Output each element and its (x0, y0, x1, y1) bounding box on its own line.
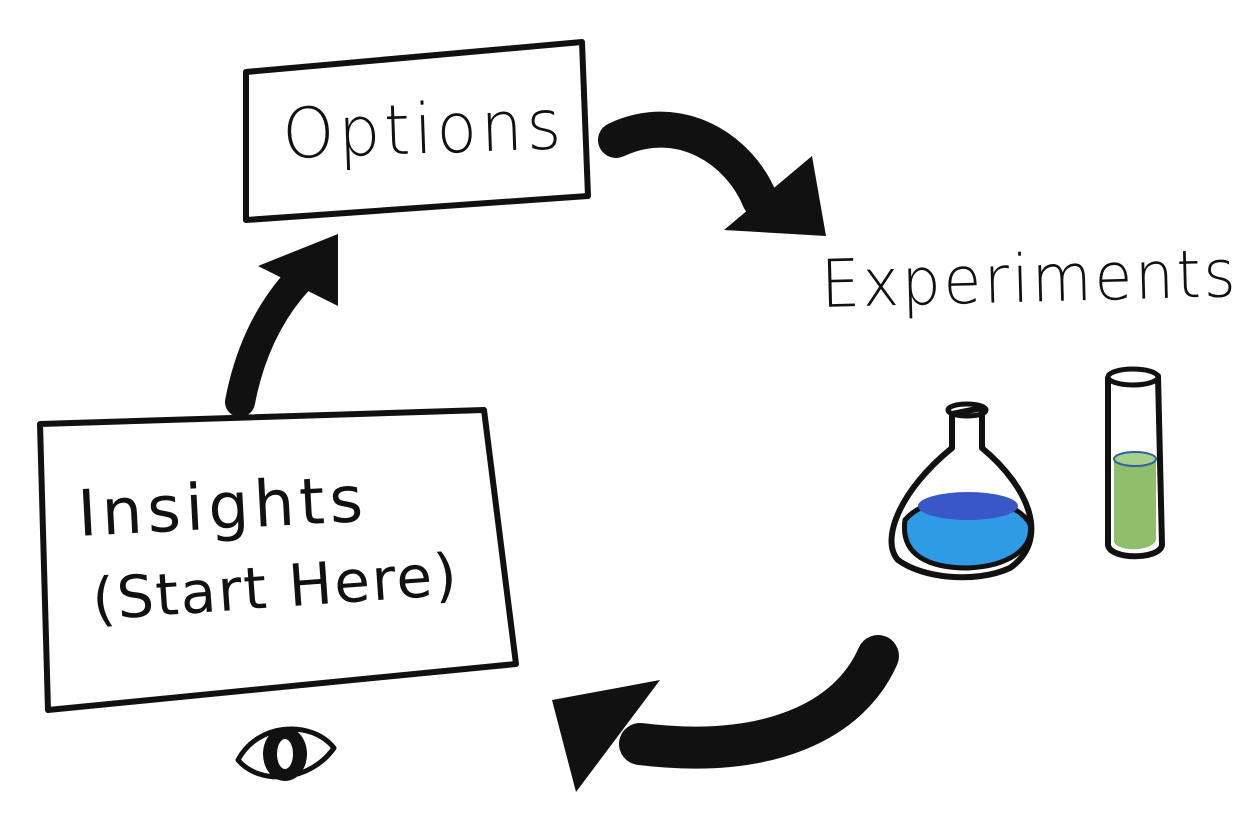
arrow-experiments-to-insights (552, 635, 899, 792)
options-box (243, 39, 591, 223)
test-tube-icon (1105, 366, 1165, 560)
arrow-insights-to-options (225, 234, 338, 417)
arrow-options-to-experiments (598, 111, 826, 236)
eye-icon (235, 726, 337, 781)
flask-icon (888, 401, 1035, 581)
experiments-label: Experiments (820, 235, 1240, 323)
insights-label: Insights (76, 462, 370, 552)
insights-node (37, 407, 519, 713)
options-label: Options (281, 84, 567, 175)
insights-box (37, 407, 519, 713)
options-node (243, 39, 591, 223)
